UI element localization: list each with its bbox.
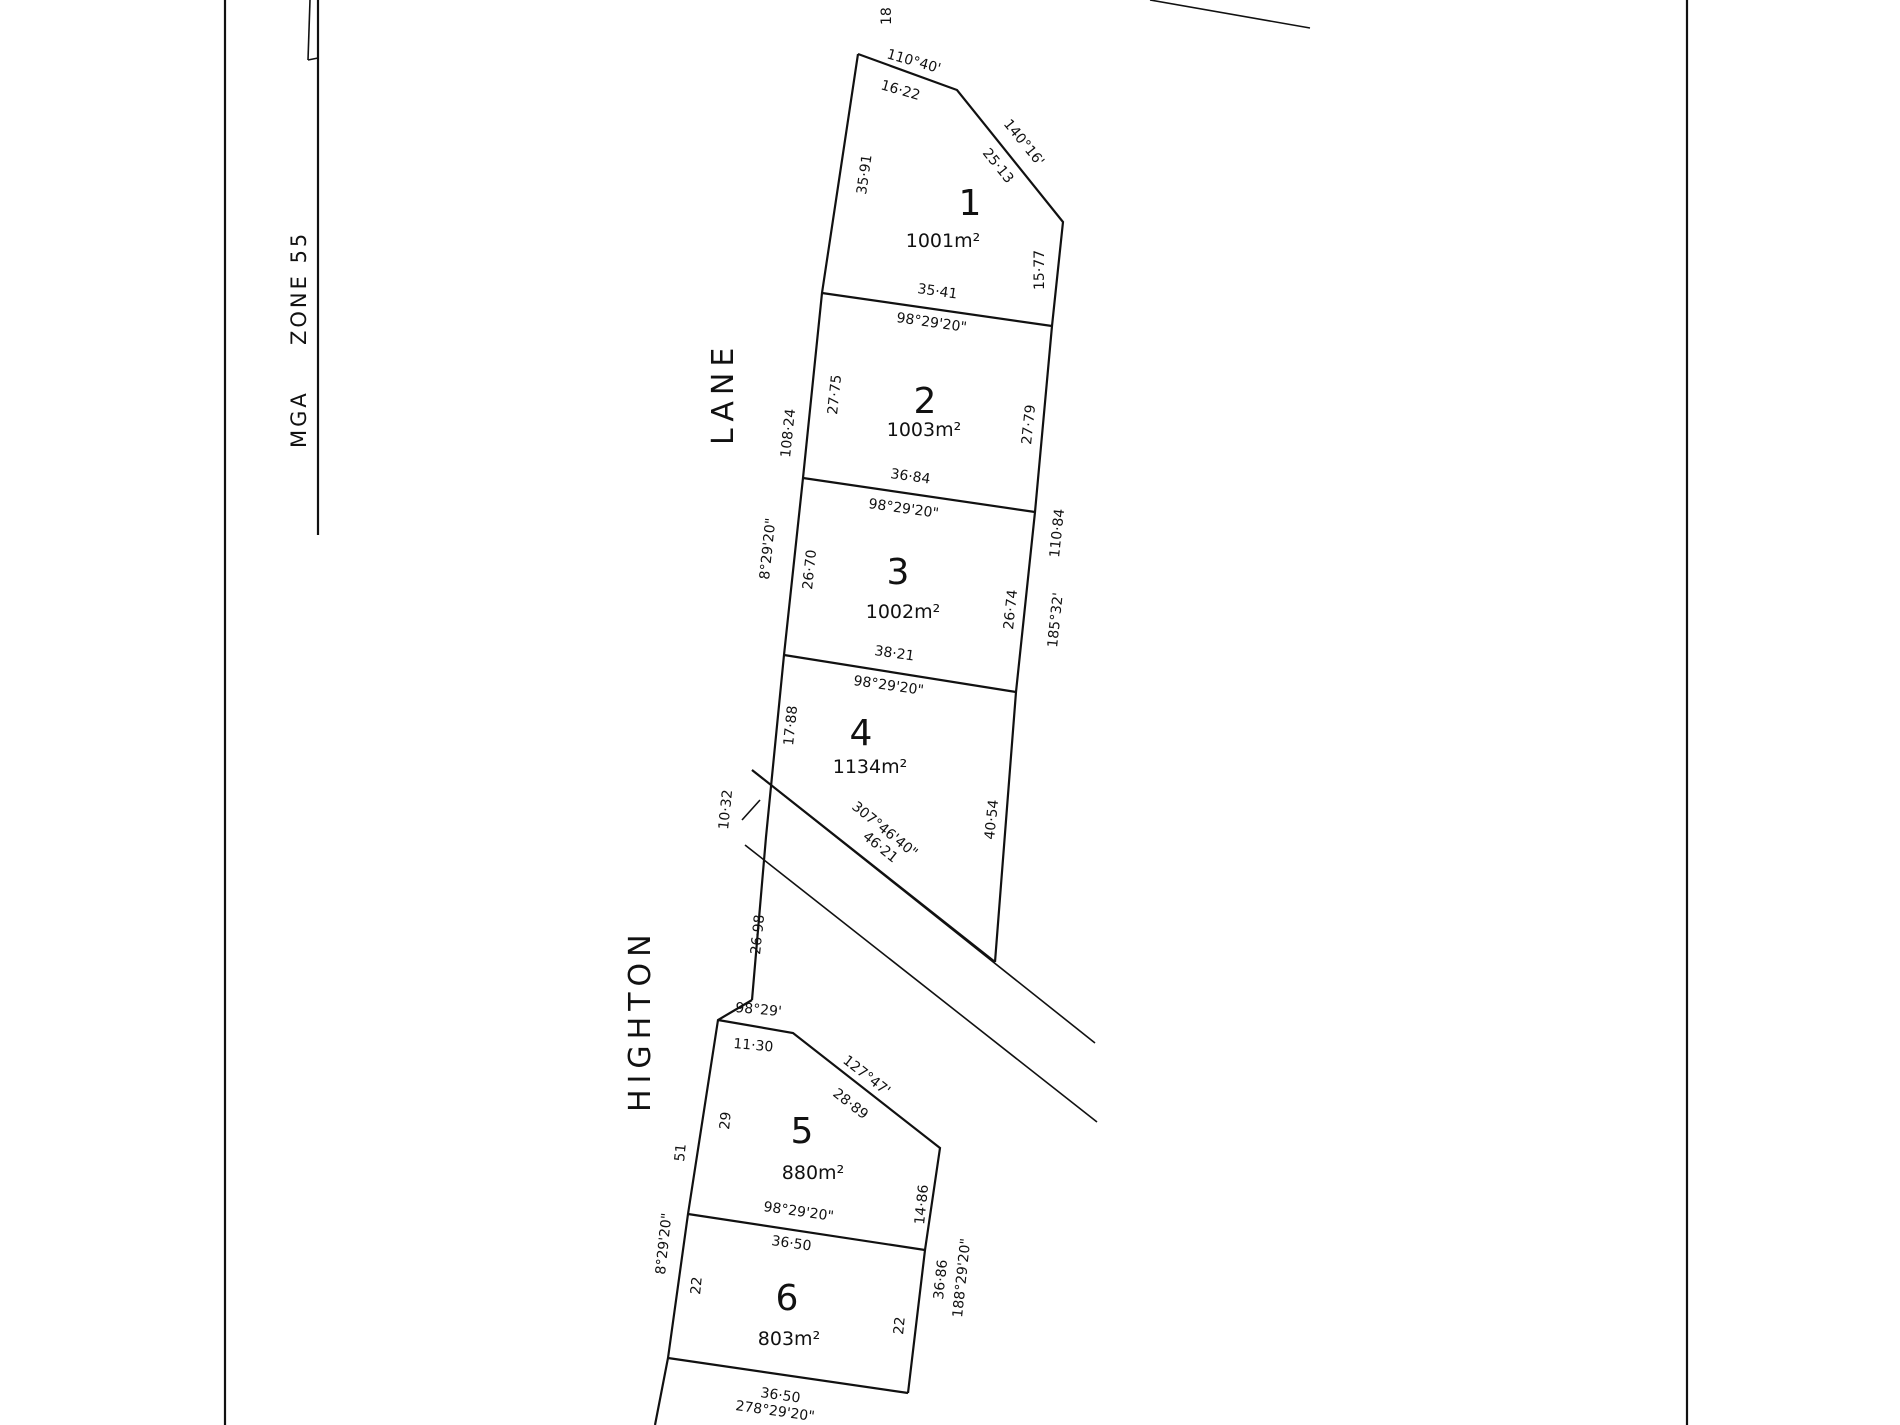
dim-l1-diag: 25·13 — [979, 145, 1017, 186]
dim-l4-left: 17·88 — [781, 705, 801, 747]
dim-top-partial: 18 — [879, 7, 895, 25]
lots-5-6-boundary — [653, 999, 942, 1425]
dim-b2-bearing: 98°29'20" — [867, 496, 939, 522]
dim-l1-bottom: 35·41 — [916, 281, 958, 302]
dim-l2-bottom: 36·84 — [889, 466, 931, 487]
dim-l4-right: 40·54 — [982, 799, 1002, 841]
dim-b1-bearing: 98°29'20" — [895, 310, 967, 336]
dim-l5-right: 14·86 — [912, 1184, 932, 1226]
dim-splay: 10·32 — [716, 789, 736, 831]
lot-4-number: 4 — [850, 713, 873, 754]
dim-west-bearing: 8°29'20" — [757, 517, 779, 580]
dim-l6-bottom: 36·50 — [759, 1385, 801, 1406]
lot-3-number: 3 — [887, 552, 910, 593]
lots-1-4-boundary — [741, 52, 1065, 1001]
dim-l1-left: 35·91 — [854, 154, 875, 196]
dim-b3-bearing: 98°29'20" — [852, 673, 924, 699]
dim-west2-bearing: 8°29'20" — [653, 1212, 675, 1275]
north-arrow — [307, 0, 320, 535]
dim-east-total: 110·84 — [1047, 508, 1068, 558]
dim-l5-diag: 28·89 — [830, 1086, 871, 1123]
dim-l1-right: 15·77 — [1032, 250, 1048, 290]
dim-l2-left: 27·75 — [825, 374, 845, 416]
dim-west2-total: 51 — [672, 1143, 690, 1162]
dim-b5-bearing: 98°29'20" — [762, 1199, 834, 1225]
lot-5-area: 880m² — [782, 1162, 844, 1184]
lot-3-area: 1002m² — [866, 601, 940, 623]
dim-l6-top: 36·50 — [770, 1233, 812, 1254]
dim-east-bearing: 185°32' — [1045, 592, 1067, 649]
dim-east2-total: 36·86 — [931, 1259, 951, 1301]
road-reserve-line-north — [751, 769, 1096, 1044]
lot-4-area: 1134m² — [833, 756, 907, 778]
lot-5-number: 5 — [791, 1111, 814, 1152]
dim-l1-top: 16·22 — [879, 77, 922, 103]
road-name-lane: LANE — [706, 342, 741, 445]
zone-label: ZONE 55 — [287, 231, 311, 345]
lot-2-number: 2 — [914, 381, 937, 422]
dim-l5-top-bearing: 98°29' — [735, 1000, 783, 1020]
dim-l6-right: 22 — [891, 1316, 909, 1335]
dim-l1-top-bearing: 110°40' — [885, 46, 943, 77]
lot-1-number: 1 — [959, 183, 982, 224]
lot-1-area: 1001m² — [906, 230, 980, 252]
dim-l3-right: 26·74 — [1001, 589, 1021, 631]
dim-lane-total: 108·24 — [778, 408, 799, 458]
dim-road-seg: 26·98 — [748, 914, 768, 956]
adjoining-boundary-line — [1149, 0, 1311, 29]
road-reserve-line-south — [744, 844, 1098, 1123]
lot-6-number: 6 — [776, 1278, 799, 1319]
dim-l3-left: 26·70 — [800, 549, 820, 591]
dim-east2-bearing: 188°29'20" — [950, 1238, 974, 1319]
dim-l1-diag-bearing: 140°16' — [1000, 116, 1047, 169]
dim-l5-top: 11·30 — [733, 1036, 774, 1055]
dim-l3-bottom: 38·21 — [873, 643, 915, 664]
lot-2-area: 1003m² — [887, 419, 961, 441]
mga-label: MGA — [287, 390, 311, 448]
dim-l5-left: 29 — [717, 1111, 735, 1130]
lot-6-area: 803m² — [758, 1328, 820, 1350]
dim-l2-right: 27·79 — [1019, 404, 1039, 446]
road-name-highton: HIGHTON — [623, 928, 658, 1112]
dim-l6-left: 22 — [688, 1276, 706, 1295]
